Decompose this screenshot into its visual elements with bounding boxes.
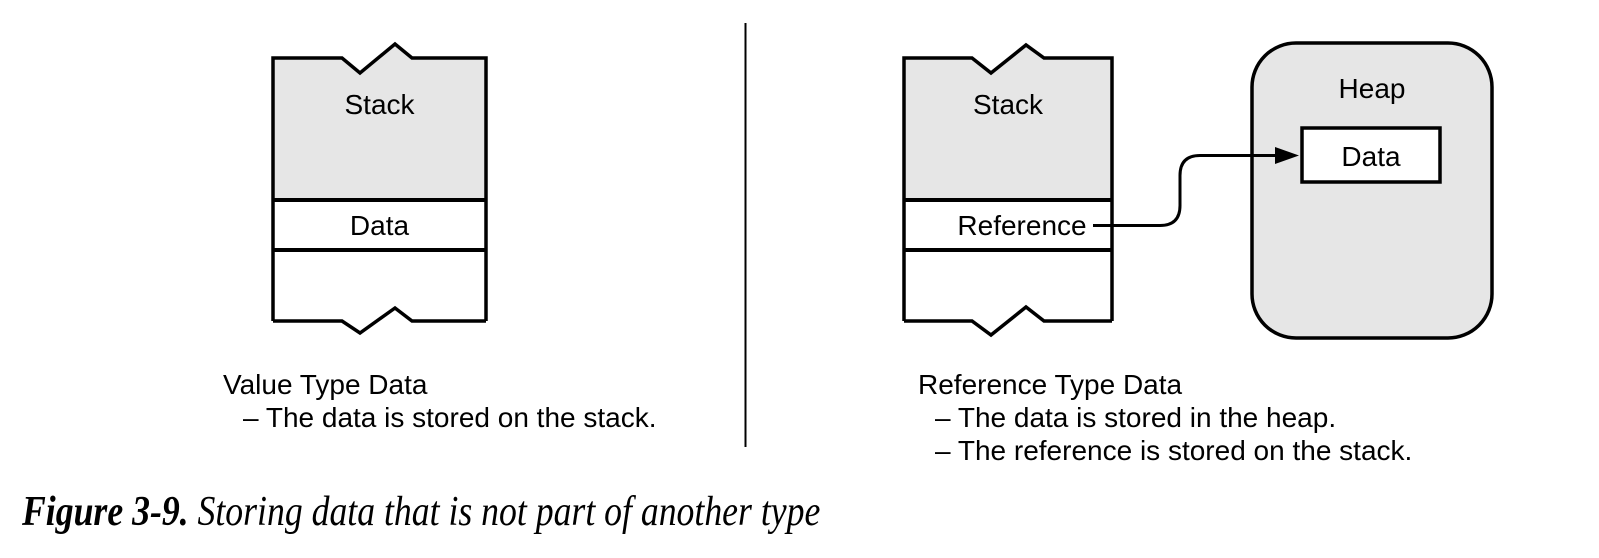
figure-caption-text: Storing data that is not part of another… (197, 489, 821, 535)
right-stack-gray-region (904, 45, 1112, 200)
figure-caption: Figure 3-9. Storing data that is not par… (22, 489, 820, 535)
reference-arrowhead-icon (1275, 147, 1299, 164)
right-stack-bottom-zigzag (904, 304, 1112, 338)
left-stack-gray-region (273, 44, 486, 200)
left-caption-bullet-1: – The data is stored on the stack. (243, 402, 657, 433)
right-stack-label: Stack (972, 89, 1044, 120)
left-stack-bottom-zigzag (273, 305, 486, 336)
right-caption-bullet-2: – The reference is stored on the stack. (935, 435, 1413, 466)
right-caption: Reference Type Data – The data is stored… (918, 368, 1412, 467)
figure-caption-label: Figure 3-9. (22, 489, 189, 535)
reference-arrow-line (1093, 154, 1280, 227)
heap-data-cell-label: Data (1341, 141, 1401, 172)
heap-container (1250, 41, 1494, 340)
left-stack-outline (271, 41, 488, 321)
heap-data-box (1300, 126, 1442, 184)
right-caption-bullet-1: – The data is stored in the heap. (935, 402, 1337, 433)
reference-cell-label: Reference (957, 210, 1087, 241)
left-caption: Value Type Data – The data is stored on … (223, 368, 657, 434)
left-data-cell-label: Data (349, 210, 410, 241)
heap-label: Heap (1338, 73, 1406, 104)
left-caption-title: Value Type Data (223, 369, 428, 400)
right-stack-outline (902, 42, 1114, 321)
left-stack-label: Stack (344, 89, 415, 120)
right-caption-title: Reference Type Data (918, 369, 1183, 400)
